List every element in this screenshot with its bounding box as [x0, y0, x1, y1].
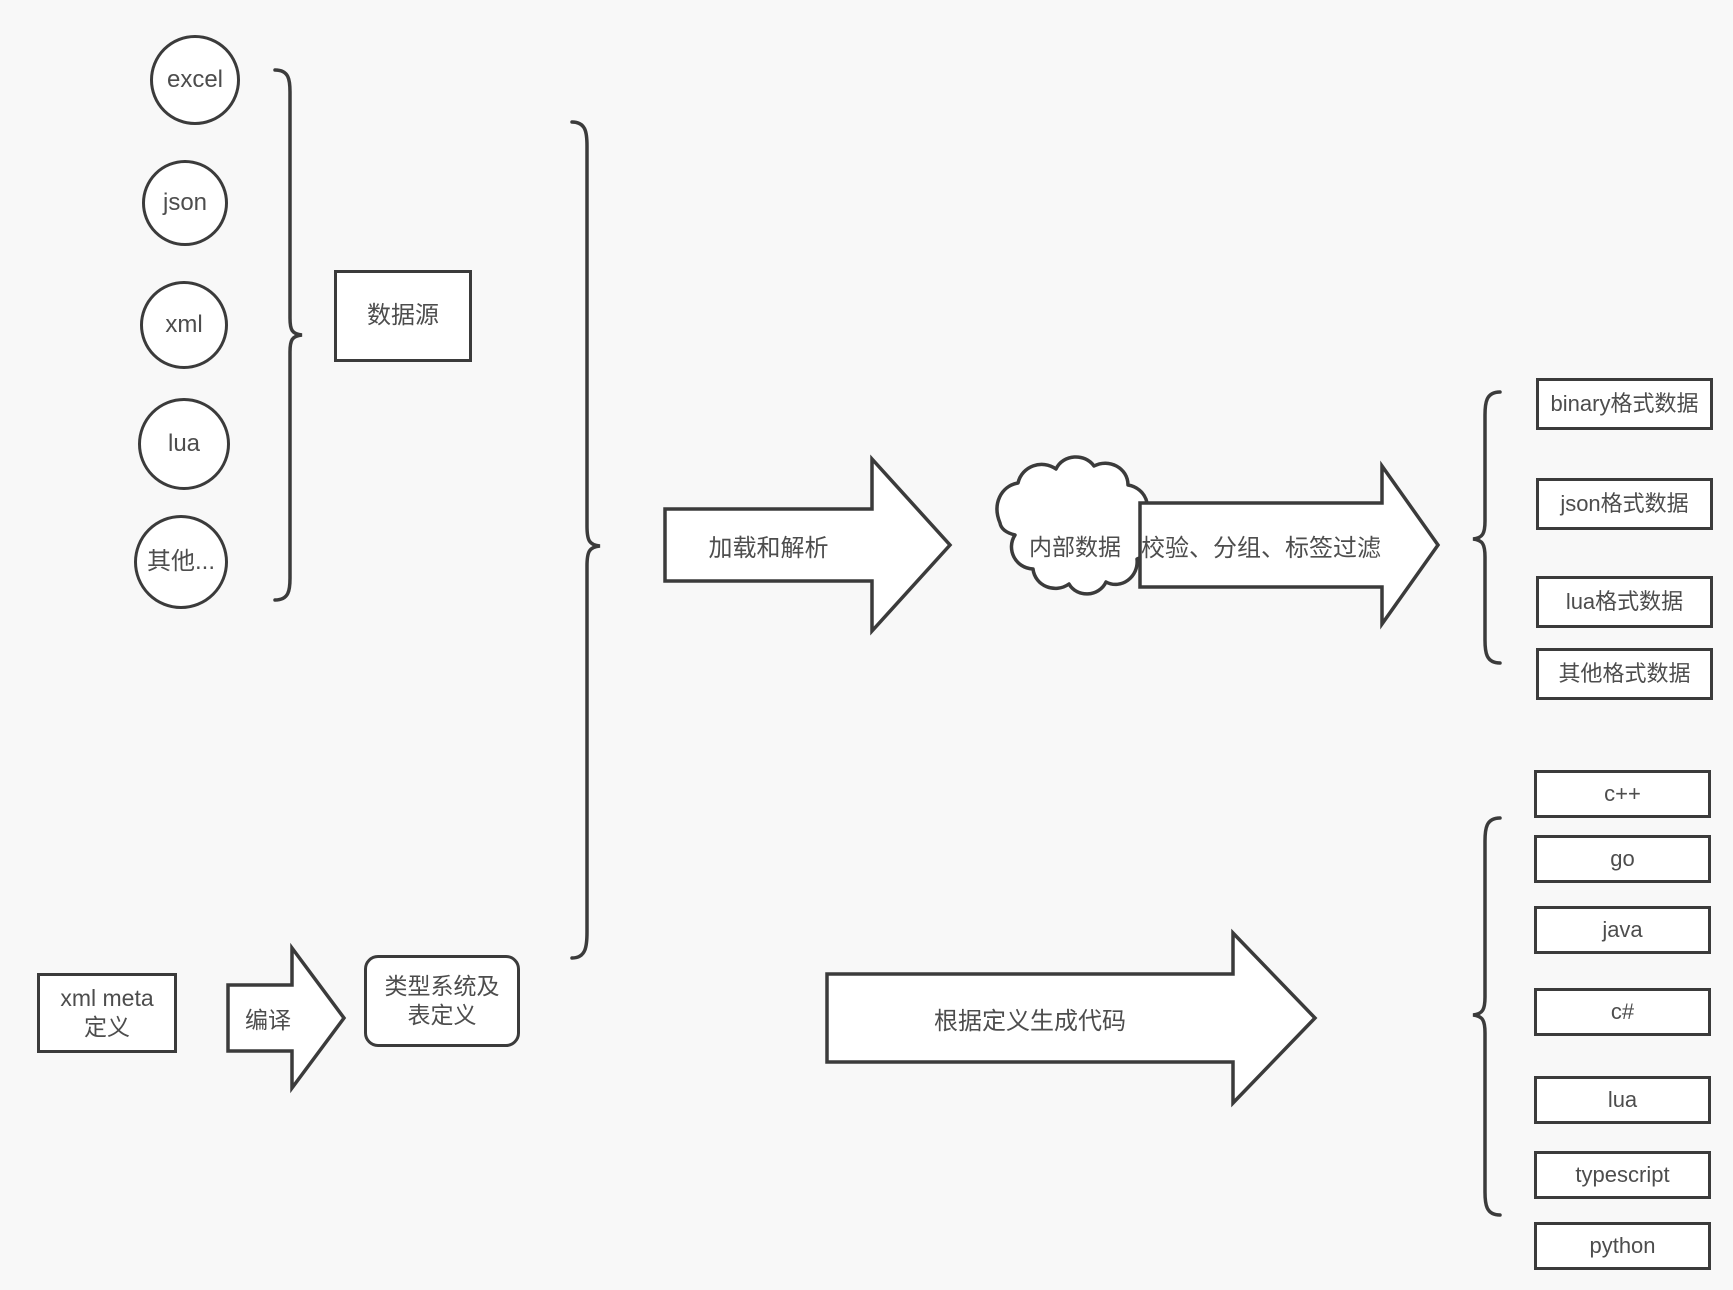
output-box-label: lua — [1607, 1086, 1638, 1112]
source-circle-label: excel — [166, 65, 224, 93]
output-box-label: c# — [1610, 998, 1635, 1024]
output-box-label: 其他格式数据 — [1558, 660, 1691, 686]
compile-arrow — [226, 942, 347, 1094]
source-circle-json[interactable]: json — [142, 160, 228, 246]
type-system-box[interactable]: 类型系统及表定义 — [364, 955, 520, 1047]
languages-brace — [1472, 816, 1502, 1217]
output-box-typescript[interactable]: typescript — [1534, 1151, 1711, 1199]
sources-brace — [273, 68, 303, 602]
load-parse-label-text: 加载和解析 — [708, 534, 829, 562]
generate-code-arrow — [825, 928, 1318, 1108]
source-circle-xml[interactable]: xml — [140, 281, 228, 369]
load-parse-arrow — [663, 454, 953, 636]
output-box-lua-lang[interactable]: lua — [1534, 1076, 1711, 1124]
generate-code-arrow-label: 根据定义生成代码 — [827, 996, 1233, 1040]
output-box-label: java — [1602, 916, 1643, 942]
data-source-box-label: 数据源 — [367, 301, 439, 329]
validate-group-filter-arrow-label: 校验、分组、标签过滤 — [1140, 523, 1382, 567]
xml-meta-definition-label: xml meta定义 — [60, 984, 154, 1040]
output-box-csharp[interactable]: c# — [1534, 988, 1711, 1036]
output-box-lua-data[interactable]: lua格式数据 — [1536, 576, 1713, 628]
output-box-label: json格式数据 — [1560, 490, 1689, 516]
source-circle-label: json — [162, 188, 208, 216]
data-source-box[interactable]: 数据源 — [334, 270, 472, 362]
source-circle-other[interactable]: 其他... — [134, 515, 228, 609]
output-box-label: python — [1589, 1232, 1656, 1258]
source-circle-label: xml — [165, 310, 203, 338]
compile-arrow-label: 编译 — [228, 996, 308, 1040]
source-circle-label: 其他... — [146, 547, 215, 575]
output-box-binary[interactable]: binary格式数据 — [1536, 378, 1713, 430]
output-box-cpp[interactable]: c++ — [1534, 770, 1711, 818]
validate-group-filter-arrow — [1138, 460, 1441, 630]
source-circle-excel[interactable]: excel — [150, 35, 240, 125]
output-box-label: c++ — [1604, 780, 1641, 806]
output-box-go[interactable]: go — [1534, 835, 1711, 883]
output-box-java[interactable]: java — [1534, 906, 1711, 954]
output-box-label: typescript — [1575, 1161, 1670, 1187]
pipeline-input-brace — [570, 120, 601, 960]
generate-code-label-text: 根据定义生成代码 — [934, 1007, 1126, 1035]
data-formats-brace — [1472, 390, 1502, 665]
output-box-python[interactable]: python — [1534, 1222, 1711, 1270]
validate-group-filter-label-text: 校验、分组、标签过滤 — [1141, 534, 1381, 562]
output-box-label: binary格式数据 — [1550, 390, 1699, 416]
xml-meta-definition-box[interactable]: xml meta定义 — [37, 973, 177, 1053]
internal-data-cloud-label: 内部数据 — [1000, 521, 1150, 569]
load-parse-arrow-label: 加载和解析 — [665, 523, 872, 567]
output-box-other-data[interactable]: 其他格式数据 — [1536, 648, 1713, 700]
source-circle-label: lua — [167, 429, 201, 457]
type-system-label: 类型系统及表定义 — [384, 972, 500, 1028]
internal-data-label-text: 内部数据 — [1029, 534, 1121, 560]
output-box-label: go — [1610, 845, 1635, 871]
output-box-label: lua格式数据 — [1565, 588, 1684, 614]
compile-label-text: 编译 — [245, 1007, 291, 1033]
source-circle-lua[interactable]: lua — [138, 398, 230, 490]
output-box-json[interactable]: json格式数据 — [1536, 478, 1713, 530]
